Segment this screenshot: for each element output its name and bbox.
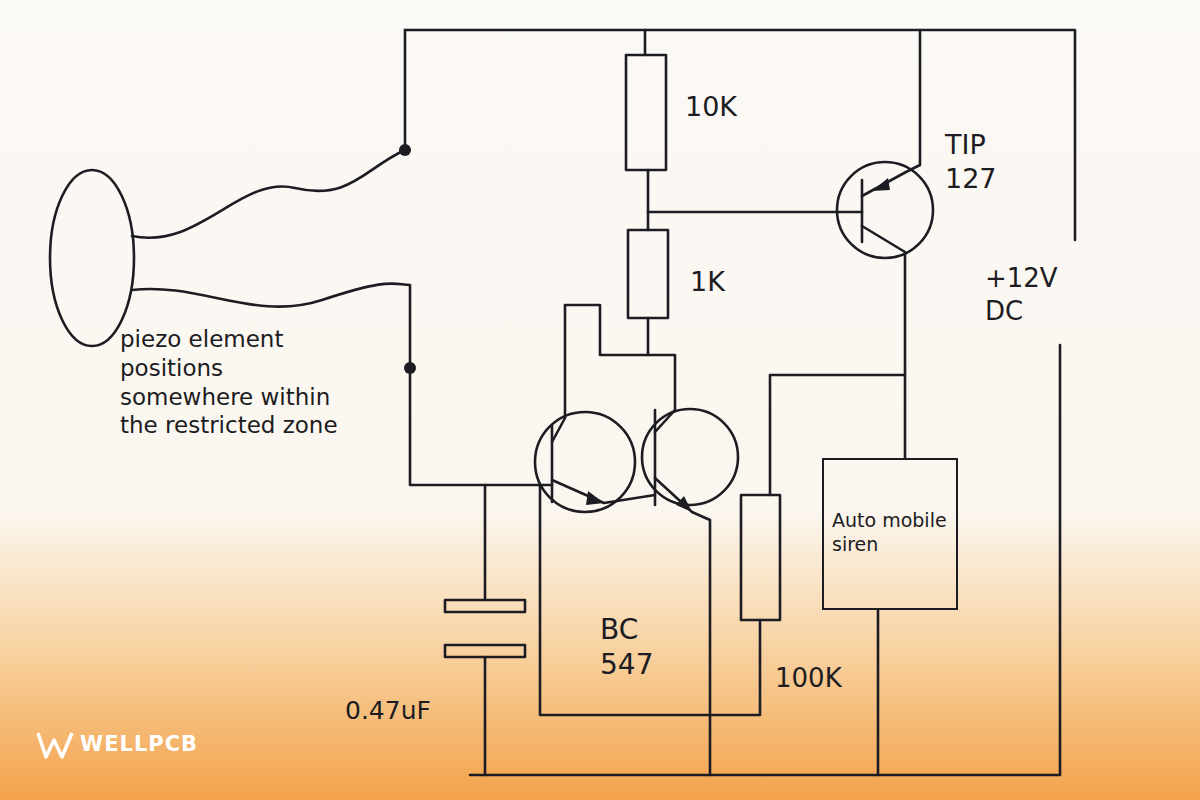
transistor-emitter: [655, 478, 710, 775]
transistor-base: [861, 180, 864, 242]
wire: [648, 211, 862, 214]
transistor-emitter: [862, 30, 920, 196]
ground-rail: [470, 345, 1060, 775]
transistor-symbol: [535, 412, 635, 512]
capacitor-value: 0.47uF: [345, 695, 440, 726]
emitter-arrow: [676, 496, 692, 512]
junction-dot: [399, 144, 411, 156]
piezo-element: [50, 170, 134, 346]
transistor-collector: [862, 226, 905, 458]
transistor-collector: [655, 410, 675, 432]
positive-rail: [405, 30, 1075, 240]
wire: [647, 318, 650, 355]
wire: [565, 305, 675, 418]
wire: [770, 375, 905, 495]
transistor-collector: [552, 418, 565, 442]
wire: [484, 657, 487, 775]
part-number: BC 547: [600, 612, 690, 682]
note: piezo element positions somewhere within…: [120, 325, 360, 440]
wire: [877, 610, 880, 775]
resistor-value: 10K: [685, 90, 775, 124]
transistor-symbol: [642, 409, 738, 505]
node-label: Auto mobile siren: [832, 509, 948, 557]
watermark: WELLPCB: [80, 731, 250, 757]
part-number: TIP 127: [945, 128, 1027, 196]
resistor-symbol: [628, 230, 668, 318]
siren-box: Auto mobile siren: [822, 458, 958, 610]
transistor-emitter: [552, 480, 655, 503]
transistor-symbol: [837, 162, 933, 258]
junction-dot: [404, 362, 416, 374]
emitter-arrow: [586, 491, 604, 505]
wire: [647, 170, 650, 230]
transistor-base: [551, 425, 554, 502]
wire: [540, 485, 760, 715]
capacitor-plate: [445, 645, 525, 657]
piezo-lead: [132, 150, 405, 238]
wire: [404, 30, 407, 150]
wire: [484, 485, 487, 600]
wire: [644, 30, 647, 55]
watermark-logo: [38, 733, 72, 757]
capacitor-plate: [445, 600, 525, 612]
resistor-value: 100K: [775, 662, 865, 695]
resistor-symbol: [741, 495, 780, 620]
resistor-symbol: [626, 55, 666, 170]
transistor-base: [654, 410, 657, 505]
emitter-arrow: [872, 178, 890, 191]
resistor-value: 1K: [690, 265, 760, 299]
supply-label: +12V DC: [985, 262, 1055, 327]
